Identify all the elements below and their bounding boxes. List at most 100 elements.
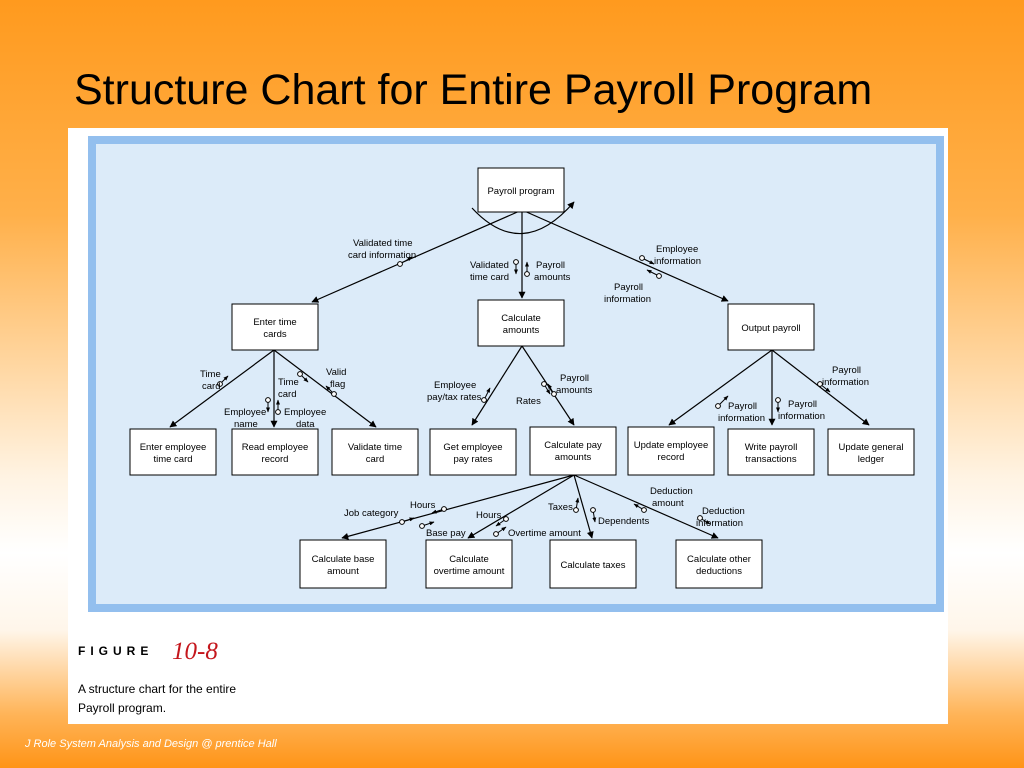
couple-label: data: [296, 419, 315, 430]
module-enter-time-cards: [231, 303, 319, 351]
module-label: Enter employee: [140, 442, 207, 453]
couple-label: Payroll: [788, 399, 817, 410]
couple-label: Payroll: [536, 260, 565, 271]
module-label: Enter time: [253, 317, 296, 328]
module-label: ledger: [858, 454, 884, 465]
module-calculate-amounts: [477, 299, 565, 347]
connector-calcpay-other: [573, 474, 719, 539]
couple-label: Deduction: [650, 486, 693, 497]
module-label: cards: [263, 329, 286, 340]
couple-label: pay/tax rates: [427, 392, 482, 403]
couple-taxes: [573, 497, 580, 513]
module-label: amount: [327, 566, 359, 577]
module-label: deductions: [696, 566, 742, 577]
module-label: record: [262, 454, 289, 465]
couple-label: flag: [330, 379, 345, 390]
couple-label: Time: [200, 369, 221, 380]
module-label: pay rates: [453, 454, 492, 465]
module-label: Calculate taxes: [561, 560, 626, 571]
couple-label: Employee: [224, 407, 266, 418]
couple-hours-2: [495, 516, 509, 527]
module-calculate-taxes: [549, 539, 637, 589]
data-couples: [217, 255, 831, 537]
module-label: transactions: [745, 454, 796, 465]
connector-payroll-output: [521, 209, 729, 302]
module-label: Read employee: [242, 442, 309, 453]
couple-label: Taxes: [548, 502, 573, 513]
couple-label: card: [278, 389, 296, 400]
couple-label: Rates: [516, 396, 541, 407]
module-label: amounts: [555, 452, 592, 463]
couple-label: card information: [348, 250, 416, 261]
couple-employee-information: [639, 255, 655, 265]
module-label: Calculate: [501, 313, 541, 324]
couple-hours-1: [431, 506, 447, 514]
module-label: Payroll program: [487, 186, 554, 197]
couple-label: information: [822, 377, 869, 388]
couple-label: Payroll: [832, 365, 861, 376]
couple-label: amounts: [534, 272, 571, 283]
couple-deduction-information: [697, 515, 711, 525]
module-label: Write payroll: [745, 442, 798, 453]
connector-enter-enteremp: [169, 349, 275, 428]
couple-overtime-amount: [493, 526, 507, 537]
module-label: Calculate pay: [544, 440, 602, 451]
module-label: Update general: [839, 442, 904, 453]
couple-job-category: [399, 517, 415, 525]
module-output-payroll: [727, 303, 815, 351]
couple-payroll-amounts-2: [547, 383, 557, 397]
couple-label: Time: [278, 377, 299, 388]
module-label: overtime amount: [434, 566, 505, 577]
module-boxes: [129, 167, 915, 589]
connectors: [169, 209, 870, 540]
couple-time-card-2: [297, 371, 309, 383]
figure-number: 10-8: [172, 638, 218, 665]
couple-label: information: [696, 518, 743, 529]
couple-payroll-amounts: [524, 261, 530, 277]
module-get-employee-pay-rates: [429, 428, 517, 476]
diagram-frame: Payroll program Enter time cards Calcula…: [88, 136, 944, 612]
couple-validated-time-card-info: [397, 256, 413, 267]
connector-enter-validate: [273, 349, 377, 428]
couple-employee-name: [265, 397, 271, 413]
couple-label: Deduction: [702, 506, 745, 517]
couple-validated-time-card: [513, 259, 519, 275]
module-label: Calculate base: [312, 554, 375, 565]
couple-label: information: [718, 413, 765, 424]
module-label: amounts: [503, 325, 540, 336]
couple-label: information: [604, 294, 651, 305]
module-calculate-base-amount: [299, 539, 387, 589]
module-validate-time-card: [331, 428, 419, 476]
structure-chart: Payroll program Enter time cards Calcula…: [129, 167, 915, 589]
couple-label: information: [778, 411, 825, 422]
couple-label: Base pay: [426, 528, 466, 539]
figure-caption: A structure chart for the entire Payroll…: [78, 682, 237, 715]
module-update-general-ledger: [827, 428, 915, 476]
couple-payroll-information-2: [775, 397, 781, 413]
couple-label: Payroll: [728, 401, 757, 412]
module-label: card: [366, 454, 384, 465]
module-label: Calculate: [449, 554, 489, 565]
couple-payroll-information-top: [646, 269, 662, 279]
couple-label: amount: [652, 498, 684, 509]
module-label: record: [658, 452, 685, 463]
slide-title: Structure Chart for Entire Payroll Progr…: [74, 66, 873, 114]
module-label: Update employee: [634, 440, 708, 451]
couple-label: Dependents: [598, 516, 649, 527]
module-payroll-program: [477, 167, 565, 213]
couple-label: time card: [470, 272, 509, 283]
couple-payroll-information-1: [715, 395, 729, 409]
couple-employee-data: [275, 399, 281, 415]
module-label: Calculate other: [687, 554, 751, 565]
module-calculate-other-deductions: [675, 539, 763, 589]
connector-calc-getemp: [471, 345, 523, 426]
couple-label: Payroll: [614, 282, 643, 293]
couple-label: Hours: [476, 510, 502, 521]
couple-label: Valid: [326, 367, 346, 378]
module-write-payroll-transactions: [727, 428, 815, 476]
iteration-loop: [471, 201, 575, 235]
couple-label: Job category: [344, 508, 399, 519]
module-update-employee-record: [627, 426, 715, 476]
connector-payroll-enter: [311, 209, 523, 303]
couple-label: amounts: [556, 385, 593, 396]
